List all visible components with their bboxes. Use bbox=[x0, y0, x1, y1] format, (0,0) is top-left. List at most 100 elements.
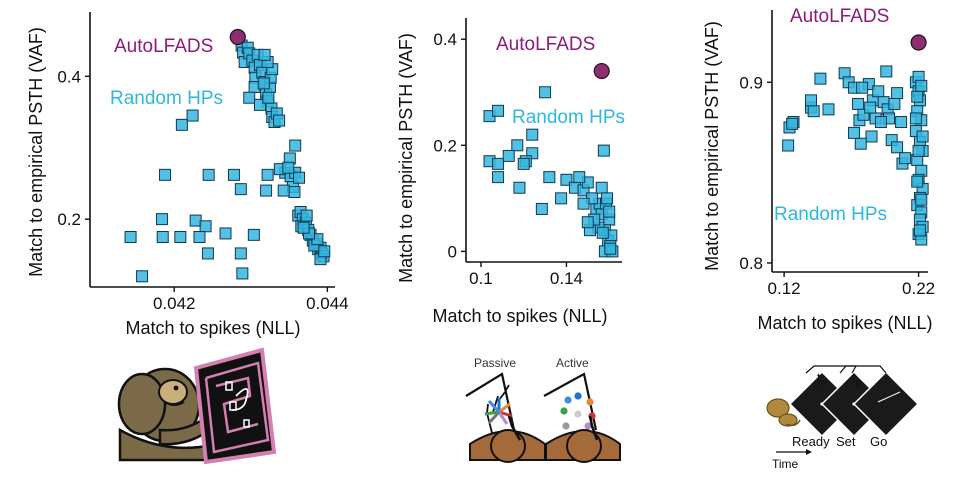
random-hp-point bbox=[891, 141, 904, 154]
y-tick-label: 0.4 bbox=[57, 67, 81, 86]
random-hp-point bbox=[502, 149, 515, 162]
random-hp-point bbox=[202, 168, 215, 181]
data-points bbox=[124, 28, 331, 283]
random-hp-point bbox=[174, 231, 187, 243]
random-hp-point bbox=[526, 147, 539, 160]
time-label: Time bbox=[772, 457, 799, 471]
random-hp-point bbox=[539, 86, 552, 99]
random-hp-point bbox=[193, 231, 206, 243]
random-hp-point bbox=[915, 79, 928, 92]
random-hp-point bbox=[912, 144, 925, 157]
random-hp-point bbox=[136, 270, 149, 283]
x-tick-label: 0.12 bbox=[768, 279, 801, 298]
random-hp-point bbox=[288, 186, 301, 198]
y-tick-label: 0.8 bbox=[739, 254, 763, 273]
random-hp-point bbox=[258, 48, 271, 61]
random-hp-point bbox=[601, 192, 614, 205]
random-hp-point bbox=[595, 181, 608, 194]
ready-set-go-illustration: ts tp Ready Set Go Time bbox=[766, 365, 920, 471]
ts-label: ts bbox=[817, 370, 826, 387]
axes-frame bbox=[771, 10, 928, 273]
y-axis-label: Match to empirical PSTH (VAF) bbox=[702, 21, 722, 271]
random-hp-point bbox=[805, 94, 817, 107]
random-hp-point bbox=[555, 192, 568, 205]
y-tick-label: 0.2 bbox=[57, 210, 81, 229]
data-points bbox=[483, 62, 619, 258]
x-tick-label: 0.1 bbox=[469, 269, 493, 288]
random-hp-point bbox=[864, 101, 877, 114]
random-hp-point bbox=[199, 220, 212, 233]
random-hp-point bbox=[300, 209, 313, 222]
random-hp-point bbox=[848, 126, 861, 139]
random-hp-point bbox=[604, 242, 617, 255]
random-hp-point bbox=[236, 267, 249, 280]
random-hp-point bbox=[543, 171, 556, 184]
active-head-icon bbox=[543, 372, 621, 463]
random-hp-point bbox=[872, 85, 885, 98]
random-hp-point bbox=[911, 175, 924, 188]
random-hp-point bbox=[913, 224, 926, 237]
random-hp-point bbox=[786, 117, 799, 130]
random-hp-point bbox=[899, 152, 912, 165]
x-tick-label: 0.042 bbox=[153, 294, 196, 313]
go-label: Go bbox=[870, 434, 887, 449]
x-tick-label: 0.044 bbox=[306, 294, 349, 313]
time-arrowhead bbox=[806, 449, 812, 455]
y-tick-label: 0.2 bbox=[433, 136, 457, 155]
random-hp-point bbox=[492, 171, 505, 184]
random-hps-label: Random HPs bbox=[512, 107, 625, 128]
autolfads-label: AutoLFADS bbox=[790, 6, 889, 27]
autolfads-point bbox=[229, 28, 246, 46]
autolfads-label: AutoLFADS bbox=[496, 34, 595, 55]
ready-label: Ready bbox=[792, 434, 830, 449]
x-tick-label: 0.22 bbox=[902, 279, 935, 298]
random-hp-point bbox=[257, 77, 270, 90]
random-hp-point bbox=[535, 202, 548, 215]
random-hp-point bbox=[916, 130, 929, 143]
x-axis-label: Match to spikes (NLL) bbox=[432, 306, 607, 326]
set-label: Set bbox=[836, 434, 856, 449]
random-hp-point bbox=[911, 90, 924, 103]
random-hp-point bbox=[573, 171, 586, 184]
monkey-icon bbox=[117, 367, 216, 462]
random-hp-point bbox=[891, 87, 904, 100]
random-hp-point bbox=[560, 173, 573, 186]
random-hps-label: Random HPs bbox=[774, 204, 887, 225]
random-hp-point bbox=[577, 197, 590, 210]
active-label: Active bbox=[556, 356, 589, 370]
x-axis-label: Match to spikes (NLL) bbox=[757, 313, 932, 333]
random-hp-point bbox=[318, 245, 331, 258]
tp-label: tp bbox=[852, 370, 861, 387]
task-screen-go bbox=[852, 370, 920, 438]
random-hp-point bbox=[895, 116, 908, 129]
random-hp-point bbox=[261, 168, 274, 181]
random-hp-point bbox=[822, 103, 835, 116]
axes-frame bbox=[465, 18, 622, 263]
random-hp-point bbox=[854, 137, 867, 150]
passive-label: Passive bbox=[474, 356, 516, 370]
random-hp-point bbox=[856, 81, 869, 94]
random-hp-point bbox=[517, 157, 530, 170]
random-hp-point bbox=[909, 112, 922, 125]
random-hp-point bbox=[186, 109, 199, 122]
random-hp-point bbox=[234, 183, 247, 196]
random-hps-label: Random HPs bbox=[110, 88, 223, 109]
random-hp-point bbox=[289, 139, 302, 152]
monkey-maze-illustration bbox=[117, 347, 277, 465]
random-hp-point bbox=[277, 184, 290, 197]
random-hp-point bbox=[857, 108, 870, 121]
random-hp-point bbox=[581, 216, 594, 229]
random-hp-point bbox=[159, 168, 172, 181]
axes-frame bbox=[89, 12, 335, 288]
random-hp-point bbox=[596, 226, 609, 239]
random-hp-point bbox=[603, 205, 616, 218]
tick-marks: 0.042 0.044 0.2 0.4 bbox=[57, 67, 348, 313]
center-out-illustration: Passive Active bbox=[465, 356, 621, 463]
random-hp-point bbox=[293, 171, 306, 184]
y-tick-label: 0.4 bbox=[433, 30, 457, 49]
x-axis-label: Match to spikes (NLL) bbox=[125, 318, 300, 338]
random-hp-point bbox=[807, 105, 820, 118]
